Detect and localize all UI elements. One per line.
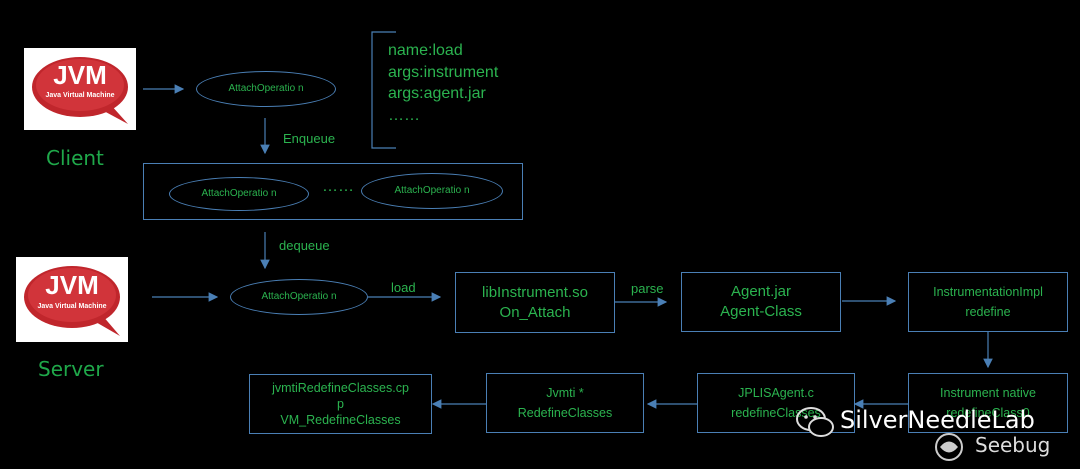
- logo-subtitle: Java Virtual Machine: [45, 92, 115, 99]
- node-line: VM_RedefineClasses: [280, 413, 401, 427]
- node-line: redefine: [965, 305, 1011, 319]
- logo-title: JVM: [53, 60, 107, 90]
- node-line: p: [337, 397, 344, 411]
- node-line: redefineClass0: [946, 406, 1030, 420]
- node-line: Jvmti *: [546, 386, 584, 400]
- node-label: AttachOperatio n: [228, 83, 304, 94]
- wechat-icon: [796, 407, 834, 437]
- queued-attach-operation: AttachOperatio n: [361, 173, 503, 209]
- load-label: load: [391, 280, 416, 295]
- queue-ellipsis: ……: [322, 178, 354, 195]
- jplis-agent-node: JPLISAgent.c redefineClasses: [697, 373, 855, 433]
- server-label: Server: [38, 357, 104, 381]
- request-line: args:instrument: [388, 63, 499, 81]
- request-args: name:load args:instrument args:agent.jar…: [388, 40, 498, 126]
- parse-label: parse: [631, 281, 664, 296]
- node-line: InstrumentationImpl: [933, 285, 1043, 299]
- enqueue-label: Enqueue: [283, 131, 336, 146]
- node-line: Instrument native: [940, 386, 1036, 400]
- server-attach-operation: AttachOperatio n: [230, 279, 368, 315]
- attach-operation-node: AttachOperatio n: [196, 71, 336, 107]
- jvm-bubble-icon: [24, 266, 120, 336]
- client-jvm-logo: JVM Java Virtual Machine: [24, 48, 136, 130]
- node-label: AttachOperatio n: [201, 188, 277, 199]
- node-line: libInstrument.so: [482, 283, 588, 301]
- instrumentation-impl-node: InstrumentationImpl redefine: [908, 272, 1068, 332]
- server-jvm-logo: JVM Java Virtual Machine: [16, 257, 128, 342]
- node-line: On_Attach: [499, 303, 571, 321]
- node-line: Agent-Class: [720, 303, 802, 320]
- request-line: args:agent.jar: [388, 85, 486, 102]
- logo-title: JVM: [45, 270, 99, 300]
- node-line: redefineClasses: [731, 406, 821, 420]
- jvm-bubble-icon: [32, 57, 128, 124]
- dequeue-label: dequeue: [279, 238, 330, 253]
- request-line: name:load: [388, 42, 463, 59]
- node-label: AttachOperatio n: [261, 291, 337, 302]
- instrument-native-node: Instrument native redefineClass0: [908, 373, 1068, 433]
- node-line: RedefineClasses: [517, 406, 613, 420]
- queue-box: [143, 163, 523, 220]
- seebug-icon: [935, 433, 963, 461]
- jvmti-node: Jvmti * RedefineClasses: [486, 373, 644, 433]
- client-label: Client: [46, 146, 104, 170]
- watermark-lab: SilverNeedleLab: [840, 406, 1035, 434]
- watermark-seebug: Seebug: [975, 433, 1051, 457]
- node-line: jvmtiRedefineClasses.cp: [272, 381, 409, 395]
- node-line: JPLISAgent.c: [738, 386, 814, 400]
- queued-attach-operation: AttachOperatio n: [169, 177, 309, 211]
- node-line: Agent.jar: [730, 283, 792, 300]
- request-brace: [371, 31, 396, 149]
- node-label: AttachOperatio n: [394, 185, 470, 196]
- logo-subtitle: Java Virtual Machine: [37, 303, 107, 310]
- request-line: ……: [388, 106, 420, 124]
